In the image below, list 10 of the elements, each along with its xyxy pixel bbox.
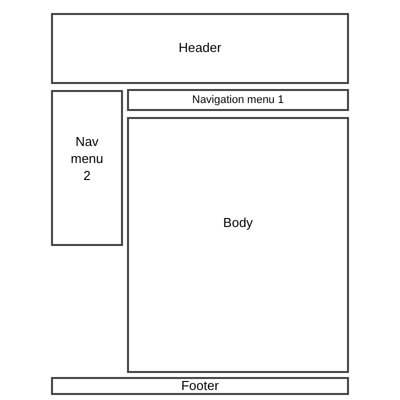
navigation-bar bbox=[127, 89, 349, 111]
region-label: Footer bbox=[181, 378, 219, 394]
sidebar-region bbox=[51, 90, 123, 246]
region-label: Body bbox=[223, 215, 253, 232]
footer-region bbox=[51, 377, 349, 395]
region-label: Navigation menu 1 bbox=[192, 92, 284, 108]
body-region bbox=[127, 117, 349, 373]
region-label: Header bbox=[178, 40, 222, 57]
region-label: Nav menu 2 bbox=[70, 134, 104, 185]
header-region bbox=[51, 13, 349, 84]
